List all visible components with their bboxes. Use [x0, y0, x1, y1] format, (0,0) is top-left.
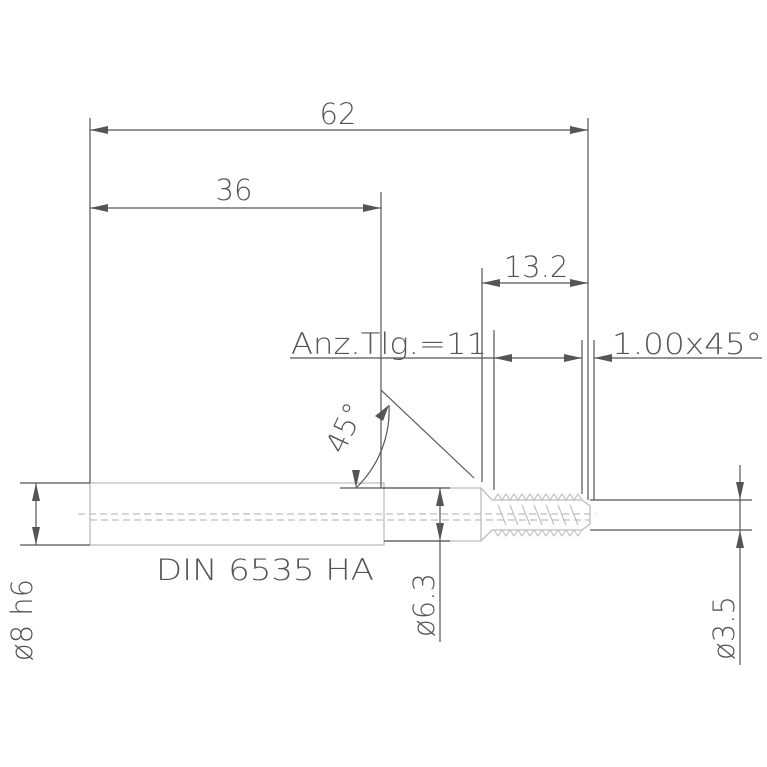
dimension-texts: 62 36 13.2 Anz.Tlg.=11 1.00x45° 45° DIN … — [5, 97, 762, 661]
arrow-total-left — [90, 126, 108, 134]
angle-arc — [355, 404, 390, 489]
dim-chamfer: 1.00x45° — [612, 327, 762, 361]
dim-total-length: 62 — [320, 97, 357, 131]
arrow-total-right — [570, 126, 588, 134]
dim-angle: 45° — [319, 397, 372, 458]
dim-thread-diameter: ø3.5 — [707, 596, 741, 660]
arrow-thread-left — [482, 279, 500, 287]
arrow-neck-dia-bottom — [436, 523, 444, 541]
thread-teeth-top — [493, 493, 583, 501]
arrow-flute-left — [494, 354, 512, 362]
thread-flutes — [497, 504, 579, 526]
shank-outline — [89, 482, 385, 546]
standard-label: DIN 6535 HA — [156, 553, 374, 587]
arrow-chamfer — [594, 354, 612, 362]
angle-guide-line — [380, 389, 475, 479]
taper-outline — [480, 487, 493, 542]
dim-shank-length: 36 — [216, 173, 253, 207]
dim-shank-diameter: ø8 h6 — [5, 579, 39, 661]
arrow-neck-dia-top — [436, 488, 444, 506]
arrow-shank-dia-bottom — [32, 527, 40, 545]
arrow-shank-dia-top — [32, 483, 40, 501]
thread-teeth-bottom — [493, 529, 583, 537]
arrow-shank-left — [90, 204, 108, 212]
arrow-angle-bottom — [352, 470, 360, 488]
arrow-thread-dia-top — [736, 482, 744, 500]
extension-lines — [20, 118, 752, 546]
thread-outline — [492, 499, 591, 531]
arrow-shank-right — [363, 204, 381, 212]
arrow-angle-top — [375, 405, 389, 421]
dim-neck-diameter: ø6.3 — [407, 573, 441, 637]
dim-thread-length: 13.2 — [504, 250, 569, 284]
dim-flute-count: Anz.Tlg.=11 — [291, 327, 487, 361]
arrow-thread-dia-bottom — [736, 530, 744, 548]
part-geometry — [78, 482, 596, 546]
arrow-thread-right — [570, 279, 588, 287]
dimension-lines — [32, 126, 762, 665]
arrow-flute-right — [564, 354, 582, 362]
